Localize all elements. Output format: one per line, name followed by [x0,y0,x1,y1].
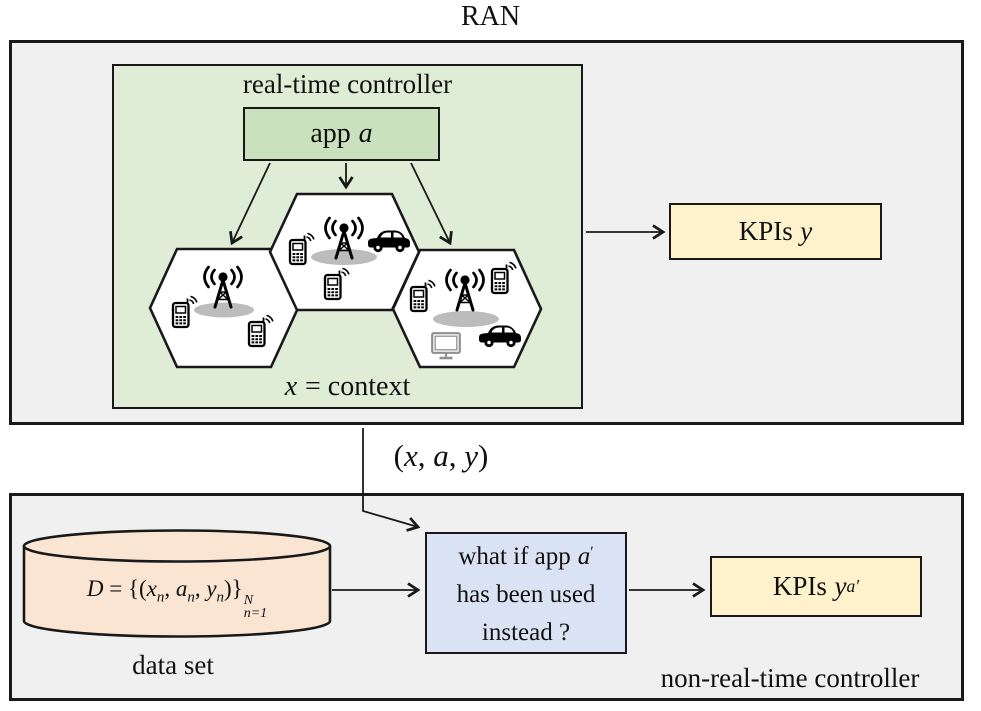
nonrealtime-controller-label: non-real-time controller [660,663,920,693]
whatif-line-2: has been used [456,580,596,608]
kpi-ya-label: KPIs [772,571,827,601]
ran-panel-title: RAN [460,1,521,32]
dataset-caption: data set [132,650,214,680]
kpi-y-variable: y [800,216,813,246]
whatif-line-3: instead ? [481,618,571,646]
xay-tuple-label: (x, a, y) [393,438,489,473]
realtime-controller-label: real-time controller [242,69,453,99]
app-variable: a [358,118,373,149]
context-label: x= context [284,371,411,402]
kpi-y-label: KPIs [738,216,793,246]
app-box-label: app [310,118,351,149]
